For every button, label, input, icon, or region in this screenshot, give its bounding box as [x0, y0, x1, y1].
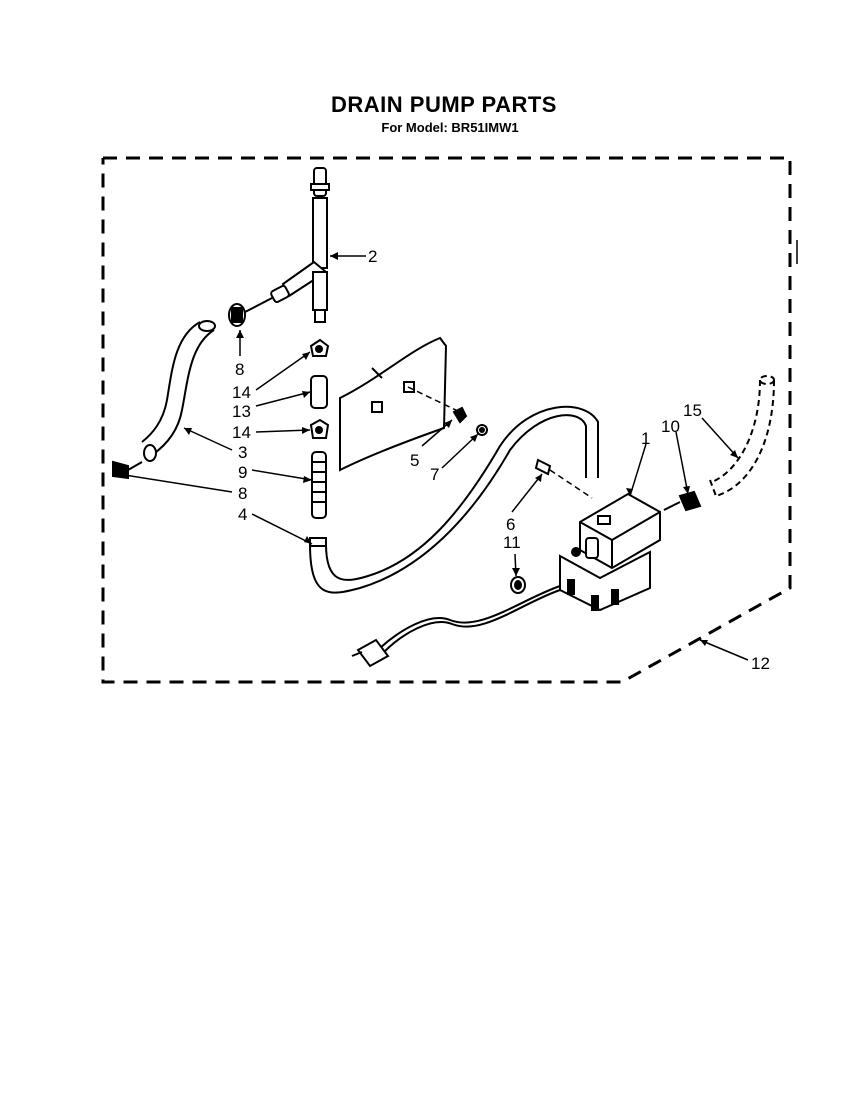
part-14-clamp-top	[309, 338, 330, 357]
part-7-washer	[476, 424, 488, 436]
part-15-hose	[709, 375, 775, 497]
callout-3: 3	[238, 443, 247, 462]
callout-9: 9	[238, 463, 247, 482]
callout-1: 1	[641, 429, 650, 448]
callout-8-upper: 8	[235, 360, 244, 379]
part-9-connector	[311, 451, 327, 519]
part-1-pump	[559, 492, 661, 612]
part-3-hose	[141, 320, 216, 462]
part-4-drain-hose	[309, 405, 599, 594]
part-5-nut	[452, 406, 468, 424]
callout-2: 2	[368, 247, 377, 266]
part-14-clamp-bottom	[309, 418, 330, 439]
part-2-tube	[270, 167, 330, 323]
callout-8-lower: 8	[238, 484, 247, 503]
callout-6: 6	[506, 515, 515, 534]
callout-5: 5	[410, 451, 419, 470]
callout-4: 4	[238, 505, 247, 524]
power-cord	[351, 585, 561, 668]
leader-lines	[117, 255, 749, 661]
callout-15: 15	[683, 401, 702, 420]
mounting-panel	[339, 336, 448, 472]
part-13-coupling	[310, 375, 328, 409]
part-10-clamp	[663, 490, 702, 512]
callout-labels: 2 8 14 13 14 3 9 8 4 5 7 1 10 15 6 11 12	[232, 247, 770, 673]
part-6-fitting	[534, 458, 552, 476]
arrowheads	[118, 252, 738, 646]
part-11-grommet	[510, 576, 526, 594]
assembly-boundary	[101, 156, 792, 684]
callout-14-lower: 14	[232, 423, 251, 442]
callout-12: 12	[751, 654, 770, 673]
page-title: DRAIN PUMP PARTS	[331, 92, 557, 117]
callout-7: 7	[430, 465, 439, 484]
callout-11: 11	[503, 533, 521, 552]
callout-14-upper: 14	[232, 383, 251, 402]
model-subtitle: For Model: BR51IMW1	[381, 120, 519, 135]
part-8-clamp-upper	[228, 297, 273, 327]
callout-10: 10	[661, 417, 680, 436]
callout-13: 13	[232, 402, 251, 421]
